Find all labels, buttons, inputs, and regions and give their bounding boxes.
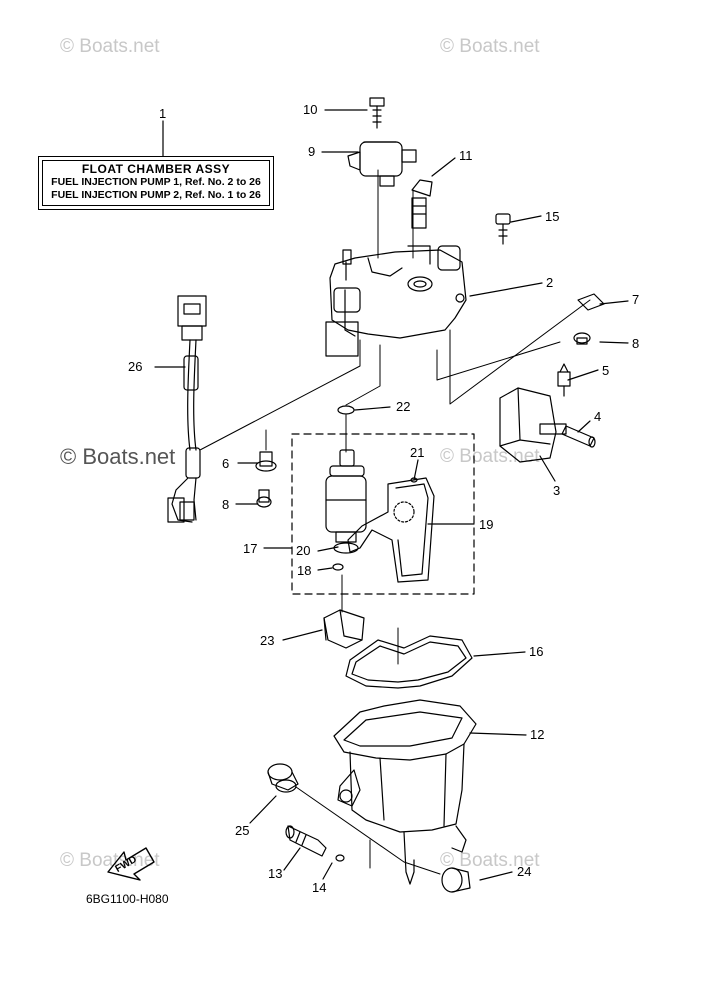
callout-18: 18 xyxy=(297,563,312,578)
gasket-16 xyxy=(345,635,473,689)
callout-21: 21 xyxy=(410,445,425,460)
float-chamber-head xyxy=(325,245,467,357)
assembly-note-2: FUEL INJECTION PUMP 2, Ref. No. 1 to 26 xyxy=(51,189,261,201)
callout-6: 6 xyxy=(222,456,230,471)
bracket-23 xyxy=(323,609,365,649)
callout-5: 5 xyxy=(602,363,610,378)
diagram-code: 6BG1100-H080 xyxy=(86,892,169,906)
watermark: © Boats.net xyxy=(440,850,540,871)
o-ring-22 xyxy=(337,405,355,415)
fitting-11 xyxy=(411,179,433,229)
callout-22: 22 xyxy=(396,399,411,414)
callout-10: 10 xyxy=(303,102,318,117)
callout-13: 13 xyxy=(268,866,283,881)
assembly-note-1: FUEL INJECTION PUMP 1, Ref. No. 2 to 26 xyxy=(51,176,261,188)
fuel-pump-17 xyxy=(325,449,367,554)
callout-14: 14 xyxy=(312,880,327,895)
leader-lines xyxy=(154,109,629,881)
plug-25 xyxy=(267,763,299,793)
callout-1: 1 xyxy=(159,106,167,121)
pressure-regulator-9 xyxy=(347,141,417,187)
drain-screw-13 xyxy=(285,825,327,857)
callout-23: 23 xyxy=(260,633,275,648)
assembly-title-box: FLOAT CHAMBER ASSY FUEL INJECTION PUMP 1… xyxy=(38,156,274,210)
watermark: © Boats.net xyxy=(440,36,540,57)
callout-20: 20 xyxy=(296,543,311,558)
callout-9: 9 xyxy=(308,144,316,159)
pin-4 xyxy=(561,425,596,448)
float-chamber-12 xyxy=(333,699,477,885)
callout-12: 12 xyxy=(530,727,545,742)
callout-19: 19 xyxy=(479,517,494,532)
wire-harness-26 xyxy=(167,295,207,523)
callout-8: 8 xyxy=(632,336,640,351)
clip-7 xyxy=(573,293,605,345)
float-3 xyxy=(499,387,567,463)
callout-25: 25 xyxy=(235,823,250,838)
bracket-6 xyxy=(255,451,277,472)
assembly-lines xyxy=(199,169,591,875)
callout-26: 26 xyxy=(128,359,143,374)
callout-16: 16 xyxy=(529,644,544,659)
screw-15 xyxy=(495,213,511,245)
filter-19 xyxy=(347,477,435,583)
clip-21 xyxy=(410,477,418,483)
callout-3: 3 xyxy=(553,483,561,498)
washer-14 xyxy=(335,854,345,862)
callout-4: 4 xyxy=(594,409,602,424)
callout-2: 2 xyxy=(546,275,554,290)
callout-7: 7 xyxy=(632,292,640,307)
watermark: © Boats.net xyxy=(440,446,540,467)
assembly-title: FLOAT CHAMBER ASSY xyxy=(81,162,231,176)
callout-8: 8 xyxy=(222,497,230,512)
callout-11: 11 xyxy=(459,148,473,163)
callout-17: 17 xyxy=(243,541,258,556)
callout-15: 15 xyxy=(545,209,560,224)
screw-10 xyxy=(369,97,385,129)
watermark: © Boats.net xyxy=(60,36,160,57)
callout-24: 24 xyxy=(517,864,532,879)
needle-valve-5 xyxy=(557,363,571,397)
o-ring-18 xyxy=(332,563,344,571)
grommet-24 xyxy=(441,867,471,893)
fuel-pump-group-box xyxy=(291,433,475,595)
screw-8 xyxy=(256,489,272,508)
fwd-arrow-icon xyxy=(107,847,155,881)
watermark: © Boats.net xyxy=(60,444,176,469)
